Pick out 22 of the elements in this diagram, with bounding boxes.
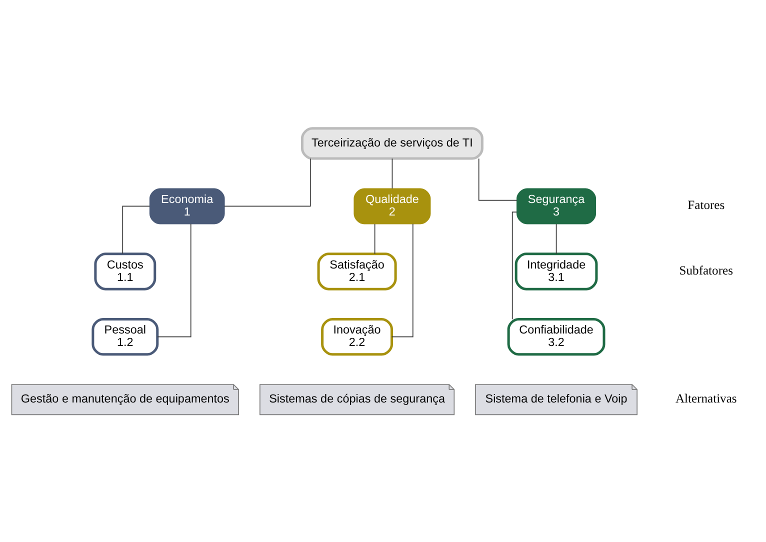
connector [224,158,311,206]
node-box: Custos 1.1 [94,252,156,290]
node-box: Confiabilidade 3.2 [507,317,606,356]
node-box: Economia 1 [149,188,225,224]
connector [374,223,376,254]
node-box: Segurança 3 [516,188,596,224]
label: Fatores [688,198,725,212]
label: Subfatores [679,262,733,277]
node-box: Terceirização de serviços de TI [300,126,484,160]
node-box: Qualidade 2 [354,188,431,224]
label: Alternativas [675,391,737,406]
connector [391,222,414,337]
node-box: Satisfação 2.1 [317,252,397,290]
node-box: Integridade 3.1 [514,252,598,290]
node-box: Inovação 2.2 [321,317,394,356]
connector [512,211,518,320]
connector [392,158,393,188]
connector [157,222,192,337]
connector [478,158,518,200]
node-box: Pessoal 1.2 [92,317,159,356]
connector [556,223,557,254]
connector [122,205,150,254]
